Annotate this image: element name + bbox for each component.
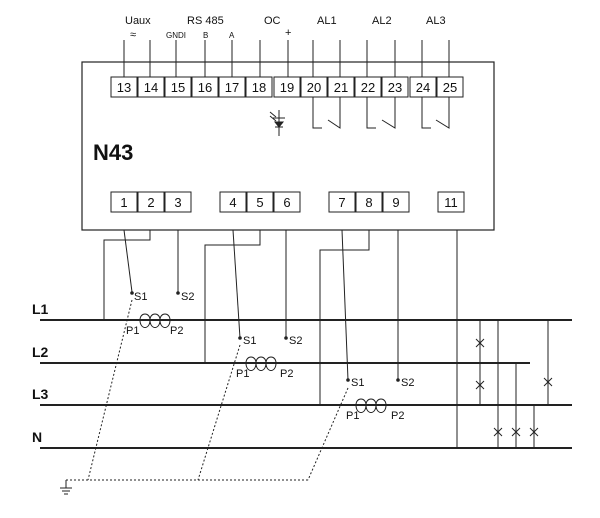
bottom-terminal-7: 7	[338, 195, 345, 210]
ct1-p1: P1	[126, 325, 139, 337]
top-terminal-21: 21	[334, 80, 348, 95]
alarm-relay-contacts	[312, 97, 450, 129]
top-terminal-20: 20	[307, 80, 321, 95]
al2-label: AL2	[372, 15, 392, 27]
line-l2-label: L2	[32, 344, 49, 360]
bottom-terminal-6-box	[273, 191, 301, 213]
top-terminal-13: 13	[117, 80, 131, 95]
bottom-terminal-2: 2	[147, 195, 154, 210]
bottom-terminal-7-box	[328, 191, 356, 213]
ct3-s2: S2	[401, 377, 414, 389]
ct3-p1: P1	[346, 410, 359, 422]
current-transformer-coils	[139, 313, 387, 413]
neutral-label: N	[32, 429, 42, 445]
top-terminal-15: 15	[171, 80, 185, 95]
fuse-marks	[475, 338, 553, 437]
bottom-terminal-5-box	[246, 191, 274, 213]
ct2-s1: S1	[243, 335, 256, 347]
bottom-terminal-1-box	[110, 191, 138, 213]
ct2-p1: P1	[236, 368, 249, 380]
oc-label: OC	[264, 15, 281, 27]
top-terminal-17-box	[218, 76, 246, 98]
top-terminal-13-box	[110, 76, 138, 98]
top-terminal-18: 18	[252, 80, 266, 95]
top-terminal-20-box	[300, 76, 328, 98]
top-terminal-24-box	[409, 76, 437, 98]
bottom-terminal-4: 4	[229, 195, 236, 210]
top-terminal-25-box	[436, 76, 464, 98]
bottom-terminal-8-box	[355, 191, 383, 213]
top-terminal-16-box	[191, 76, 219, 98]
bottom-terminal-1: 1	[120, 195, 127, 210]
ct3-s1: S1	[351, 377, 364, 389]
bottom-terminal-3-box	[164, 191, 192, 213]
bottom-terminal-5: 5	[256, 195, 263, 210]
ct2-labels: S1 S2 P1 P2	[236, 335, 302, 380]
top-terminal-18-box	[245, 76, 273, 98]
top-terminal-14-box	[137, 76, 165, 98]
top-terminal-19-box	[273, 76, 301, 98]
bottom-terminal-8: 8	[365, 195, 372, 210]
top-terminal-25: 25	[443, 80, 457, 95]
uaux-label: Uaux	[125, 15, 151, 27]
ct2-p2: P2	[280, 368, 293, 380]
top-terminal-22-box	[354, 76, 382, 98]
optocoupler-symbol	[269, 110, 285, 136]
ct3-labels: S1 S2 P1 P2	[346, 377, 414, 422]
ct2-s2: S2	[289, 335, 302, 347]
bottom-terminal-4-box	[219, 191, 247, 213]
bottom-terminal-6: 6	[283, 195, 290, 210]
top-terminal-24: 24	[416, 80, 430, 95]
rs485-label: RS 485	[187, 15, 224, 27]
al3-label: AL3	[426, 15, 446, 27]
ct3-p2: P2	[391, 410, 404, 422]
oc-plus-label: +	[285, 27, 291, 39]
top-terminal-23: 23	[388, 80, 402, 95]
ct1-labels: S1 S2 P1 P2	[126, 291, 194, 337]
top-terminal-strip: 13 14 15 16 17 18 19 20 21 22 23 24 25	[110, 76, 464, 98]
top-terminal-16: 16	[198, 80, 212, 95]
bottom-terminal-11: 11	[444, 195, 458, 210]
ct1-s2: S2	[181, 291, 194, 303]
rs485-b-label: B	[203, 31, 208, 40]
top-terminal-15-box	[164, 76, 192, 98]
top-terminal-21-box	[327, 76, 355, 98]
gnd-label: GNDI	[166, 31, 186, 40]
device-model: N43	[93, 140, 133, 165]
bottom-terminal-11-box	[437, 191, 465, 213]
top-terminal-17: 17	[225, 80, 239, 95]
bottom-terminal-3: 3	[174, 195, 181, 210]
top-terminal-14: 14	[144, 80, 158, 95]
device-enclosure	[81, 61, 495, 231]
line-l1-label: L1	[32, 301, 49, 317]
top-terminal-19: 19	[280, 80, 294, 95]
bottom-terminal-9: 9	[392, 195, 399, 210]
connection-dots	[130, 291, 400, 382]
wiring	[40, 229, 572, 495]
rs485-a-label: A	[229, 31, 235, 40]
top-terminal-22: 22	[361, 80, 375, 95]
top-wire-stubs	[123, 40, 450, 77]
al1-label: AL1	[317, 15, 337, 27]
bottom-terminal-strip: 1 2 3 4 5 6 7 8 9 11	[110, 191, 465, 213]
ct1-p2: P2	[170, 325, 183, 337]
ct1-s1: S1	[134, 291, 147, 303]
line-l3-label: L3	[32, 386, 49, 402]
bottom-terminal-2-box	[137, 191, 165, 213]
ac-symbol: ≈	[130, 29, 136, 41]
bottom-terminal-9-box	[382, 191, 410, 213]
